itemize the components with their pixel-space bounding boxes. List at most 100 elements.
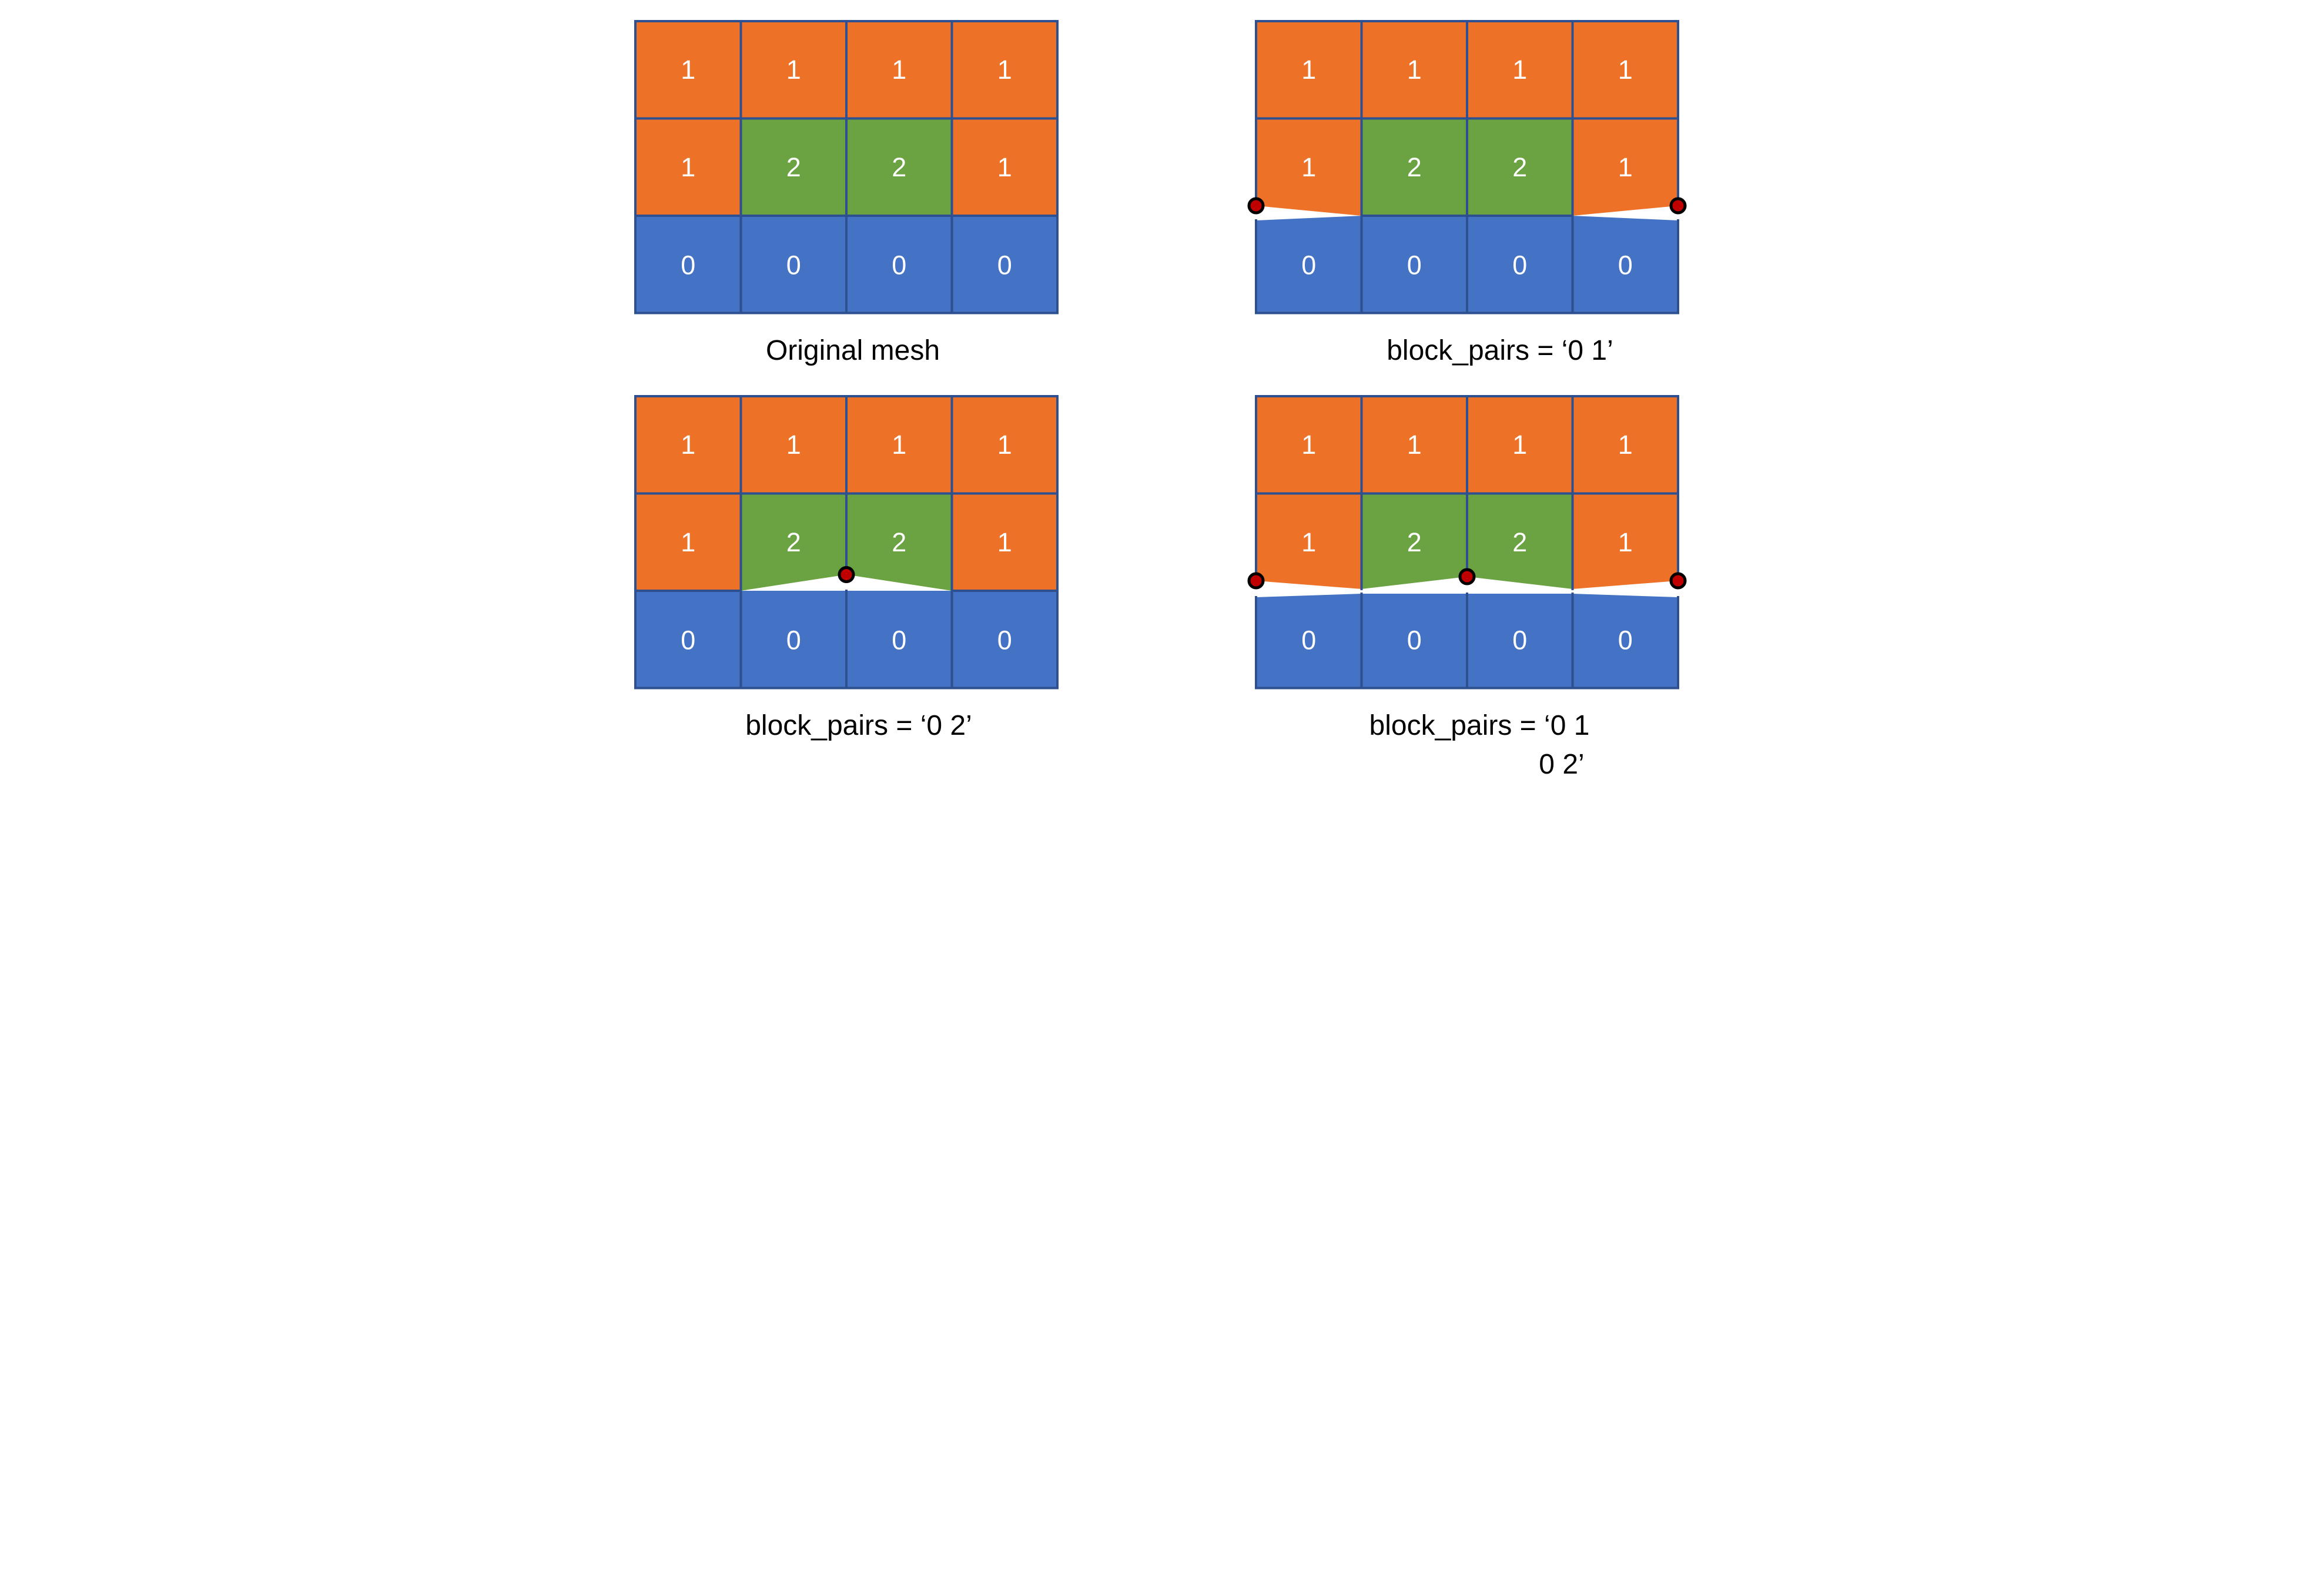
cell-label: 0 bbox=[1618, 625, 1633, 655]
mesh-cell bbox=[741, 21, 846, 119]
cell-label: 1 bbox=[1618, 430, 1633, 460]
mesh-cell bbox=[1572, 216, 1678, 313]
panel-caption: block_pairs = ‘0 1’ bbox=[1387, 335, 1613, 366]
mesh-cells bbox=[1255, 396, 1678, 688]
cell-label: 1 bbox=[681, 430, 695, 460]
split-vertex-dots bbox=[838, 566, 855, 584]
cell-label: 0 bbox=[1512, 250, 1527, 280]
split-vertex-dot bbox=[1669, 197, 1687, 215]
mesh-borders bbox=[1254, 395, 1679, 690]
mesh-borders bbox=[634, 395, 1059, 690]
mesh-cell bbox=[952, 216, 1057, 313]
cell-label: 0 bbox=[1512, 625, 1527, 655]
mesh-cell bbox=[1466, 216, 1573, 313]
panel-caption-line: block_pairs = ‘0 2’ bbox=[745, 710, 972, 741]
cell-label: 0 bbox=[786, 625, 801, 655]
cell-label: 2 bbox=[786, 152, 801, 182]
mesh-cell bbox=[952, 118, 1057, 216]
split-vertex-dots bbox=[1247, 568, 1687, 590]
split-vertex-dots bbox=[1247, 197, 1687, 215]
mesh-cell bbox=[1361, 216, 1467, 313]
mesh-cell bbox=[635, 493, 741, 591]
mesh-cell bbox=[1572, 118, 1678, 216]
cell-label: 1 bbox=[1301, 152, 1316, 182]
mesh-cell bbox=[635, 396, 741, 494]
mesh-cell bbox=[846, 118, 952, 216]
mesh-cell bbox=[1361, 396, 1467, 494]
cell-label: 0 bbox=[1407, 250, 1422, 280]
mesh-cell bbox=[952, 493, 1057, 591]
cell-label: 0 bbox=[1301, 250, 1316, 280]
cell-label: 1 bbox=[1512, 430, 1527, 460]
mesh-cell bbox=[1255, 118, 1362, 216]
cell-label: 0 bbox=[681, 625, 695, 655]
cell-label: 2 bbox=[892, 152, 906, 182]
split-vertex-dot bbox=[1458, 568, 1476, 585]
cell-label: 1 bbox=[892, 430, 906, 460]
mesh-cell bbox=[1255, 493, 1362, 590]
mesh-cell bbox=[635, 216, 741, 313]
mesh-cell bbox=[1361, 118, 1467, 216]
mesh-borders bbox=[634, 20, 1059, 314]
cell-label: 2 bbox=[1512, 152, 1527, 182]
cell-label: 0 bbox=[997, 250, 1012, 280]
mesh-cell bbox=[741, 216, 846, 313]
mesh-cell bbox=[1572, 396, 1678, 494]
cell-label: 1 bbox=[1512, 55, 1527, 85]
cell-label: 1 bbox=[681, 527, 695, 557]
mesh-cell bbox=[1255, 396, 1362, 494]
cell-label: 1 bbox=[997, 55, 1012, 85]
mesh-cell bbox=[741, 493, 846, 591]
mesh-cell bbox=[1572, 493, 1678, 590]
cell-label: 1 bbox=[997, 430, 1012, 460]
cell-label: 1 bbox=[1618, 55, 1633, 85]
split-vertex-dot bbox=[838, 566, 855, 584]
cell-label: 0 bbox=[997, 625, 1012, 655]
cell-label: 0 bbox=[1407, 625, 1422, 655]
panel-caption: Original mesh bbox=[766, 335, 940, 366]
mesh-cell bbox=[846, 216, 952, 313]
cell-label: 0 bbox=[681, 250, 695, 280]
mesh-cell bbox=[846, 591, 952, 688]
cell-label: 2 bbox=[1407, 152, 1422, 182]
mesh-cell bbox=[635, 591, 741, 688]
cell-label: 1 bbox=[1407, 55, 1422, 85]
mesh-cell bbox=[1361, 493, 1467, 590]
mesh-cell bbox=[846, 493, 952, 591]
mesh-cell bbox=[952, 21, 1057, 119]
mesh-cell bbox=[1466, 396, 1573, 494]
cell-label: 0 bbox=[892, 250, 906, 280]
cell-label: 0 bbox=[786, 250, 801, 280]
cell-label: 1 bbox=[786, 430, 801, 460]
cell-label: 0 bbox=[1301, 625, 1316, 655]
mesh-cells bbox=[635, 21, 1057, 313]
mesh-cell bbox=[1572, 594, 1678, 688]
mesh-cell bbox=[846, 396, 952, 494]
mesh-cell bbox=[635, 21, 741, 119]
mesh-cell bbox=[1255, 21, 1362, 119]
cell-label: 1 bbox=[1301, 527, 1316, 557]
cell-label: 2 bbox=[892, 527, 906, 557]
cell-label: 1 bbox=[1301, 430, 1316, 460]
cell-label: 0 bbox=[892, 625, 906, 655]
panel-caption-line: Original mesh bbox=[766, 335, 940, 366]
mesh-cell bbox=[1466, 493, 1573, 590]
cell-label: 1 bbox=[1618, 527, 1633, 557]
mesh-cell bbox=[1466, 594, 1573, 688]
cell-label: 2 bbox=[786, 527, 801, 557]
cell-label: 1 bbox=[892, 55, 906, 85]
cell-label: 1 bbox=[681, 55, 695, 85]
panel-caption-line: block_pairs = ‘0 1 bbox=[1369, 710, 1590, 741]
split-vertex-dot bbox=[1247, 572, 1265, 590]
cell-label: 1 bbox=[1407, 430, 1422, 460]
mesh-cell bbox=[741, 591, 846, 688]
mesh-cells bbox=[1255, 21, 1678, 313]
mesh-cell bbox=[846, 21, 952, 119]
